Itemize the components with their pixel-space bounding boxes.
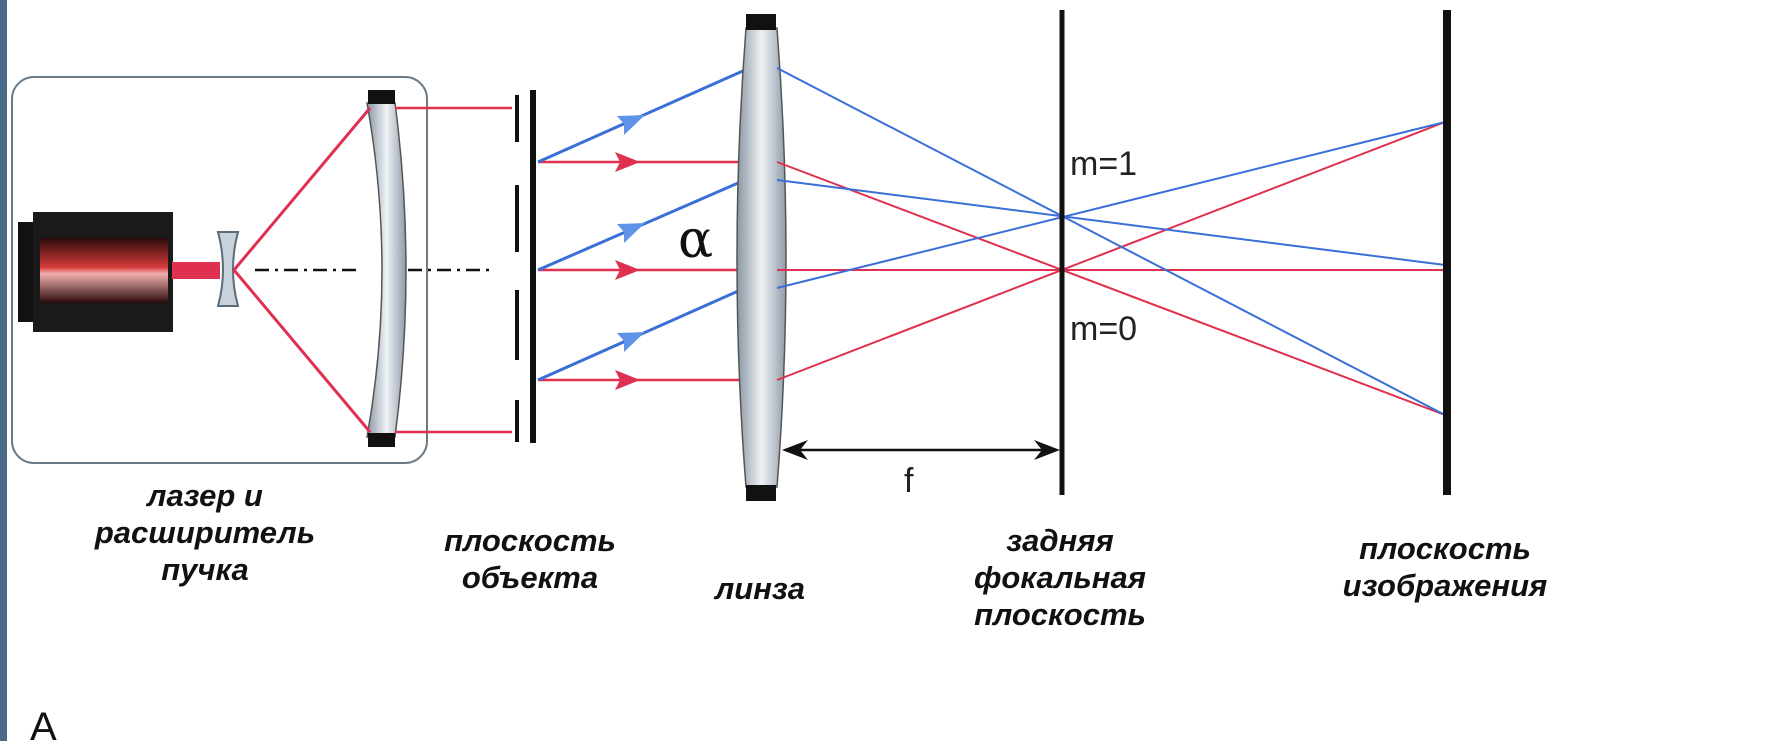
laser-body	[18, 212, 220, 332]
main-lens	[736, 14, 787, 501]
object-plane-label: плоскость объекта	[444, 523, 616, 595]
laser-expander-label: лазер и расширитель пучка	[94, 478, 316, 587]
focal-length-arrow	[782, 440, 1060, 460]
left-edge-bar	[0, 0, 7, 741]
figure-letter: A	[30, 705, 57, 749]
expander-lens	[216, 231, 240, 307]
order-m1-label: m=1	[1070, 145, 1138, 183]
back-focal-plane-label: задняя фокальная плоскость	[974, 523, 1146, 632]
order-m0-label: m=0	[1070, 310, 1138, 348]
lens-label: линза	[714, 571, 805, 606]
focal-length-label: f	[904, 462, 914, 500]
collimating-lens	[366, 90, 407, 447]
laser-expander-frame	[11, 76, 428, 464]
image-plane-label: плоскость изображения	[1342, 531, 1548, 603]
object-plane-grating	[515, 90, 536, 443]
alpha-symbol: α	[678, 210, 714, 270]
